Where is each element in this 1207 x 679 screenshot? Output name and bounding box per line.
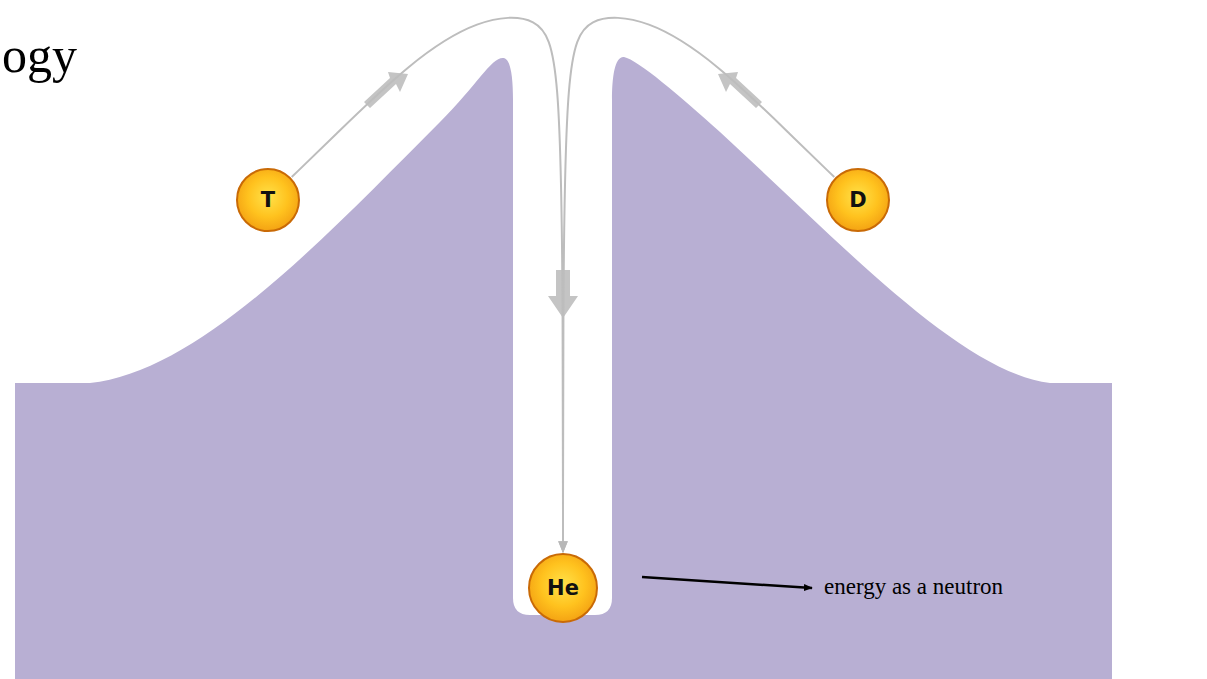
particle-ball: He [528, 553, 598, 623]
neutron-arrow [642, 577, 812, 588]
heading-fragment: ogy [2, 28, 77, 83]
annotation-label: energy as a neutron [824, 574, 1003, 599]
fusion-path [292, 18, 563, 552]
flow-arrow-left [364, 72, 408, 108]
particle-symbol: T [261, 190, 275, 211]
flow-arrow-right [718, 72, 762, 108]
particle-ball: T [236, 168, 300, 232]
particle-symbol: He [547, 578, 579, 599]
particle-symbol: D [849, 190, 866, 211]
fusion-path [563, 18, 834, 552]
particle-ball: D [826, 168, 890, 232]
